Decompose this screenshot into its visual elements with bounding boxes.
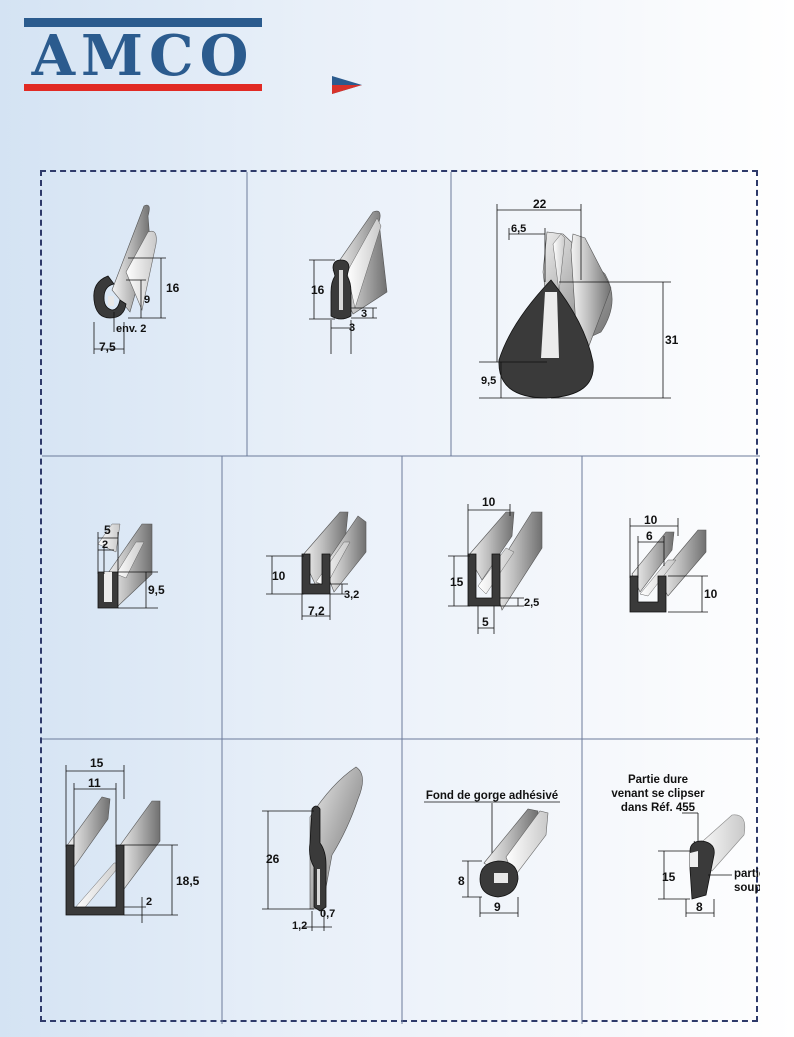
logo-top-bar <box>24 18 262 27</box>
dim-label: 5 <box>104 523 111 537</box>
dim-label: 15 <box>662 870 676 884</box>
profile-cell-5: 10 3,2 7,2 <box>222 456 402 739</box>
dim-label: 3,2 <box>344 589 359 601</box>
dim-label: 15 <box>450 575 464 589</box>
dim-label: 2 <box>102 539 108 551</box>
profile-cell-9: 26 0,7 1,2 <box>222 739 402 1024</box>
play-arrow-icon <box>332 76 362 94</box>
dim-label: 2 <box>146 896 152 908</box>
dim-label: 18,5 <box>176 874 200 888</box>
profile-cell-10: Fond de gorge adhésivé 8 9 <box>402 739 582 1024</box>
dim-label: 1,2 <box>292 920 307 932</box>
profile-cell-8: 15 11 18,5 2 <box>42 739 222 1024</box>
dim-label: 26 <box>266 852 280 866</box>
profile-drawing: 26 0,7 1,2 <box>262 766 363 932</box>
dim-label: 11 <box>88 776 101 790</box>
dim-label: 9,5 <box>481 375 496 387</box>
profile-drawing: Partie dure venant se clipser dans Réf. … <box>611 774 760 917</box>
logo-text: AMCO <box>31 23 255 89</box>
profile-drawing: 5 2 9,5 <box>97 523 165 609</box>
profile-cell-7: 10 6 10 <box>582 456 760 739</box>
catalog-grid-lines <box>42 172 760 1024</box>
dim-label: 10 <box>482 495 496 509</box>
dim-label: 8 <box>458 874 465 888</box>
dim-label: 8 <box>696 900 703 914</box>
dim-label: 16 <box>166 281 180 295</box>
dim-label: 3 <box>361 308 367 320</box>
profile-cell-4: 5 2 9,5 <box>42 456 222 739</box>
dim-label: 10 <box>704 587 718 601</box>
dim-label: 9 <box>494 900 501 914</box>
profile-drawing: 15 11 18,5 2 <box>65 756 200 923</box>
profile-drawing: 10 3,2 7,2 <box>266 511 367 620</box>
profile-cell-11: Partie dure venant se clipser dans Réf. … <box>582 739 760 1024</box>
hard-part-label-line-2: venant se clipser <box>611 788 705 800</box>
dim-label: 3 <box>349 322 355 334</box>
dim-label: 7,5 <box>99 340 116 354</box>
profile-drawing: 10 15 2,5 5 <box>448 495 543 634</box>
profile-cell-1: 16 9 env. 2 7,5 <box>42 172 247 456</box>
hard-part-label-line-3: dans Réf. 455 <box>621 802 696 814</box>
profile-catalog: 16 9 env. 2 7,5 16 3 3 <box>40 170 760 1024</box>
dim-label: 31 <box>665 333 679 347</box>
dim-label: 9,5 <box>148 583 165 597</box>
dim-label: 6,5 <box>511 223 526 235</box>
dim-label: 10 <box>272 569 286 583</box>
dim-label: 16 <box>311 283 325 297</box>
profile-drawing: 16 9 env. 2 7,5 <box>93 204 180 354</box>
dim-label: 0,7 <box>320 908 335 920</box>
dim-label: 6 <box>646 529 653 543</box>
profile-drawing: 16 3 3 <box>309 210 388 354</box>
logo-bottom-bar <box>24 84 262 91</box>
dim-label: 2,5 <box>524 597 539 609</box>
profile-drawing: 22 6,5 31 9,5 <box>479 197 679 399</box>
soft-part-label-line-1: partie <box>734 868 760 880</box>
profile-cell-6: 10 15 2,5 5 <box>402 456 582 739</box>
soft-part-label-line-2: souple <box>734 882 760 894</box>
dim-label: env. 2 <box>116 323 146 335</box>
adhesive-label: Fond de gorge adhésivé <box>426 790 558 802</box>
profile-drawing: Fond de gorge adhésivé 8 9 <box>424 790 560 917</box>
profile-cell-3: 22 6,5 31 9,5 <box>451 172 760 456</box>
dim-label: 15 <box>90 756 104 770</box>
dim-label: 10 <box>644 513 658 527</box>
dim-label: 9 <box>144 294 150 306</box>
profile-drawing: 10 6 10 <box>629 513 718 613</box>
dim-label: 5 <box>482 615 489 629</box>
dim-label: 22 <box>533 197 547 211</box>
hard-part-label-line-1: Partie dure <box>628 774 688 786</box>
profile-cell-2: 16 3 3 <box>247 172 451 456</box>
amco-logo: AMCO <box>24 18 262 92</box>
dim-label: 7,2 <box>308 604 325 618</box>
